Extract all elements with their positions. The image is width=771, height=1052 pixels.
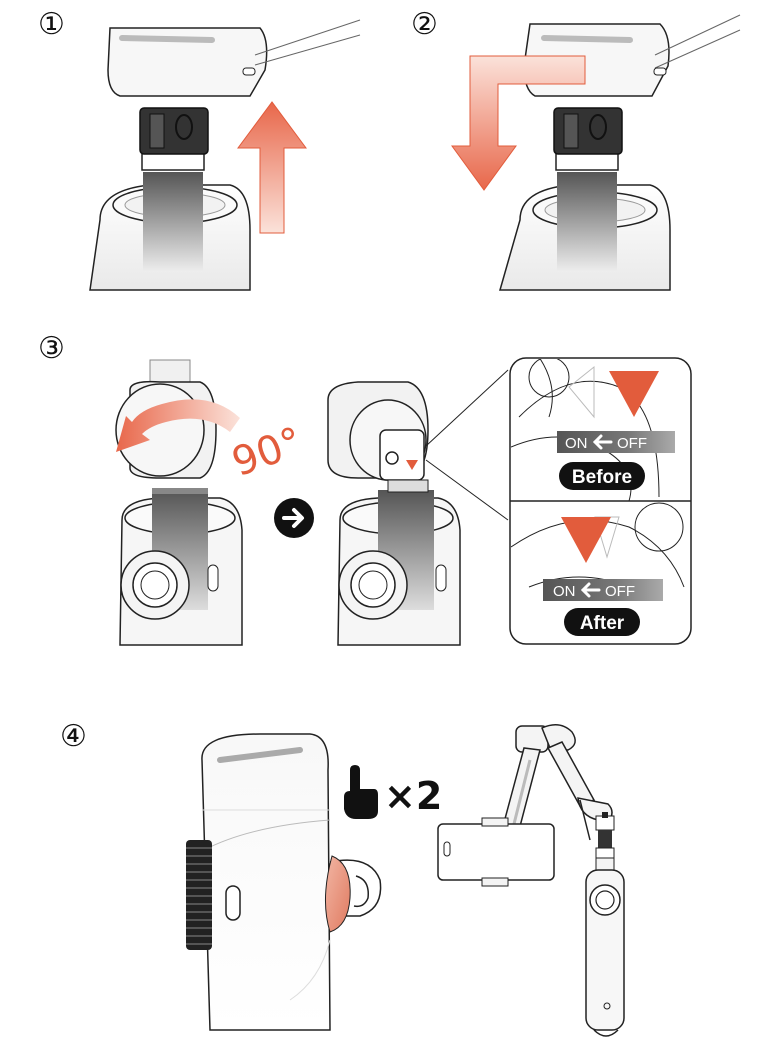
before-pill bbox=[559, 462, 645, 490]
after-triangle-marker-icon bbox=[561, 517, 611, 563]
before-caption: Before bbox=[572, 467, 632, 488]
tap-finger-icon bbox=[344, 765, 378, 819]
svg-text:90°: 90° bbox=[226, 419, 308, 486]
before-on-label: ON bbox=[565, 435, 588, 452]
step-1-illustration bbox=[60, 0, 361, 291]
after-on-label: ON bbox=[553, 583, 576, 600]
tap-count-label: ×2 bbox=[384, 774, 442, 818]
trigger-button bbox=[324, 855, 351, 933]
after-pill bbox=[564, 608, 640, 636]
next-arrow-icon bbox=[273, 497, 315, 539]
before-off-label: OFF bbox=[617, 435, 647, 452]
rotate-arrow-icon bbox=[116, 399, 240, 452]
step-4-handle-illustration bbox=[180, 730, 400, 1031]
step-2-illustration bbox=[440, 0, 741, 291]
step-3-right-illustration bbox=[318, 360, 509, 646]
before-after-callout: ON OFF Before ON OFF After bbox=[509, 357, 692, 645]
left-arrow-icon bbox=[592, 434, 613, 450]
after-switch-bar bbox=[543, 579, 663, 601]
step-3-number: ③ bbox=[38, 331, 65, 366]
triangle-marker-icon bbox=[609, 371, 659, 417]
after-caption: After bbox=[580, 613, 625, 634]
step-3-left-illustration bbox=[100, 359, 270, 646]
up-arrow-icon bbox=[237, 101, 307, 234]
rotation-angle-label: 90° bbox=[226, 419, 308, 486]
before-switch-bar bbox=[557, 431, 675, 453]
after-left-arrow-icon bbox=[580, 582, 601, 598]
down-curved-arrow-icon bbox=[451, 55, 586, 191]
step-4-number: ④ bbox=[60, 719, 87, 754]
tap-indicator: ×2 bbox=[340, 765, 450, 825]
after-off-label: OFF bbox=[605, 583, 635, 600]
step-2-number: ② bbox=[411, 7, 438, 42]
step-1-number: ① bbox=[38, 7, 65, 42]
step-4-gimbal-illustration bbox=[430, 720, 670, 1045]
